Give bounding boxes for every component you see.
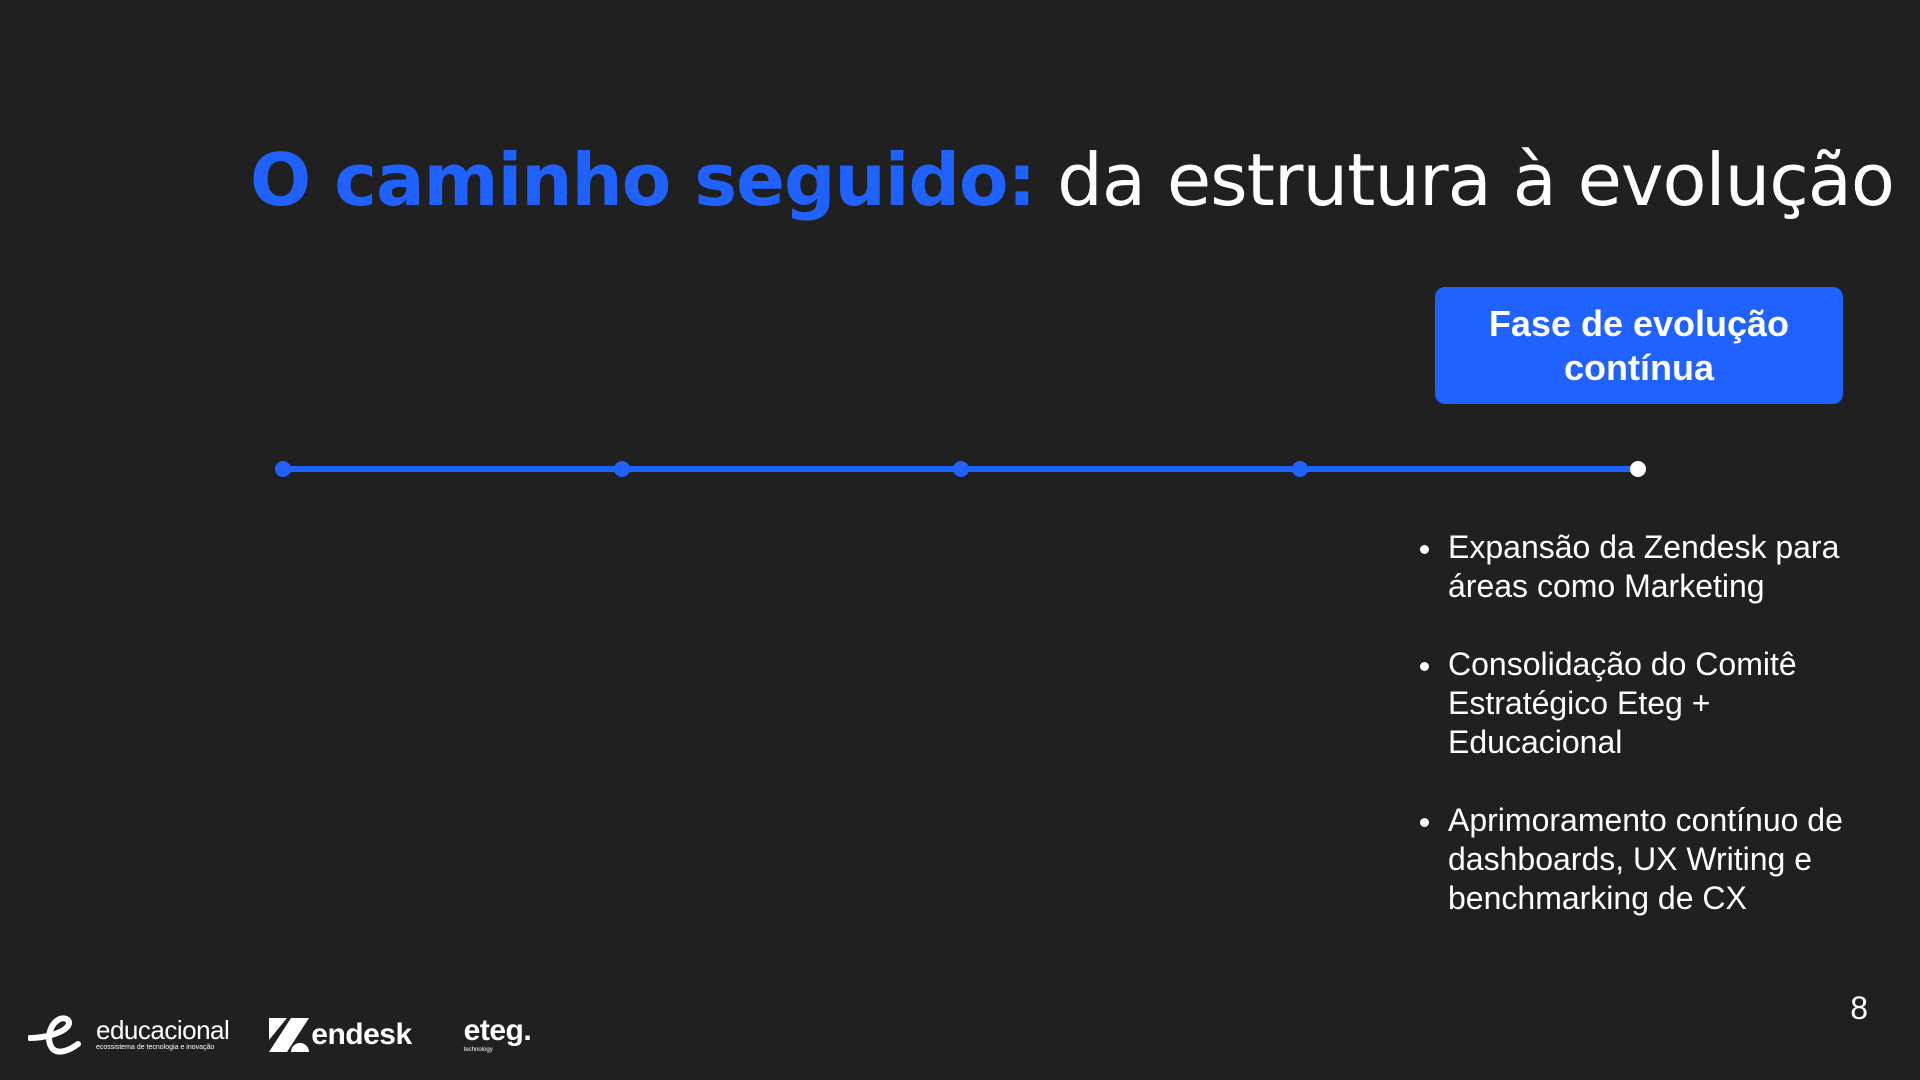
slide-title: O caminho seguido: da estrutura à evoluç… bbox=[250, 130, 1895, 230]
timeline-point-active bbox=[1630, 461, 1646, 477]
page-number: 8 bbox=[1850, 990, 1868, 1026]
timeline-point bbox=[275, 461, 291, 477]
eteg-logo: eteg. technology bbox=[452, 1016, 532, 1054]
zendesk-logo: endesk bbox=[269, 1018, 412, 1052]
eteg-name: eteg. bbox=[463, 1014, 532, 1047]
bullet-list: Expansão da Zendesk para áreas como Mark… bbox=[1418, 528, 1878, 957]
bullet-item: Aprimoramento contínuo de dashboards, UX… bbox=[1418, 801, 1878, 918]
educacional-name: educacional bbox=[96, 1015, 230, 1045]
phase-label-box: Fase de evolução contínua bbox=[1435, 287, 1843, 404]
timeline-point bbox=[614, 461, 630, 477]
title-accent: O caminho seguido: bbox=[250, 138, 1036, 222]
phase-label: Fase de evolução contínua bbox=[1488, 302, 1790, 388]
educacional-logo: educacional ecossistema de tecnologia e … bbox=[28, 1010, 230, 1060]
eteg-tagline: technology bbox=[463, 1047, 493, 1053]
title-rest: da estrutura à evolução bbox=[1035, 138, 1895, 222]
educacional-e-icon bbox=[28, 1015, 81, 1055]
footer-logos: educacional ecossistema de tecnologia e … bbox=[28, 1010, 532, 1060]
timeline-point bbox=[953, 461, 969, 477]
zendesk-z-icon bbox=[269, 1018, 310, 1052]
bullet-item: Expansão da Zendesk para áreas como Mark… bbox=[1418, 528, 1878, 606]
zendesk-name: endesk bbox=[311, 1018, 412, 1051]
educacional-tagline: ecossistema de tecnologia e inovação bbox=[96, 1044, 215, 1051]
bullet-item: Consolidação do Comitê Estratégico Eteg … bbox=[1418, 645, 1878, 762]
timeline-point bbox=[1292, 461, 1308, 477]
